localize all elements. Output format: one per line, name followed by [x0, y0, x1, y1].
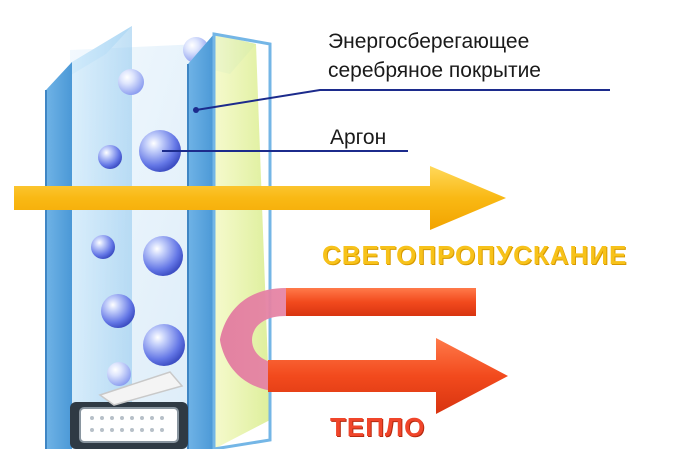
- spacer-frame: [70, 371, 188, 449]
- argon-bubble: [91, 235, 115, 259]
- argon-bubble: [118, 69, 144, 95]
- argon-bubble: [143, 236, 183, 276]
- light-transmission-label: СВЕТОПРОПУСКАНИЕ: [322, 240, 628, 270]
- argon-label: Аргон: [330, 126, 387, 149]
- coating-label-line1: Энергосберегающее: [328, 30, 530, 53]
- argon-bubble: [107, 362, 131, 386]
- argon-bubble: [98, 145, 122, 169]
- heat-arrow: [268, 338, 508, 414]
- arrow-right-icon: [268, 338, 508, 414]
- coating-pointer-dot: [193, 107, 199, 113]
- inner-glass-pane: [187, 32, 272, 449]
- argon-bubble-labelled: [139, 130, 181, 172]
- arrow-right-icon: [14, 166, 506, 230]
- coating-leader-line: [195, 89, 610, 111]
- heat-label: ТЕПЛО: [330, 412, 426, 442]
- argon-bubble: [143, 324, 185, 366]
- light-transmission-arrow: [14, 166, 506, 230]
- argon-bubbles: [91, 37, 209, 386]
- argon-bubble: [101, 294, 135, 328]
- coating-label-line2: серебряное покрытие: [328, 59, 541, 82]
